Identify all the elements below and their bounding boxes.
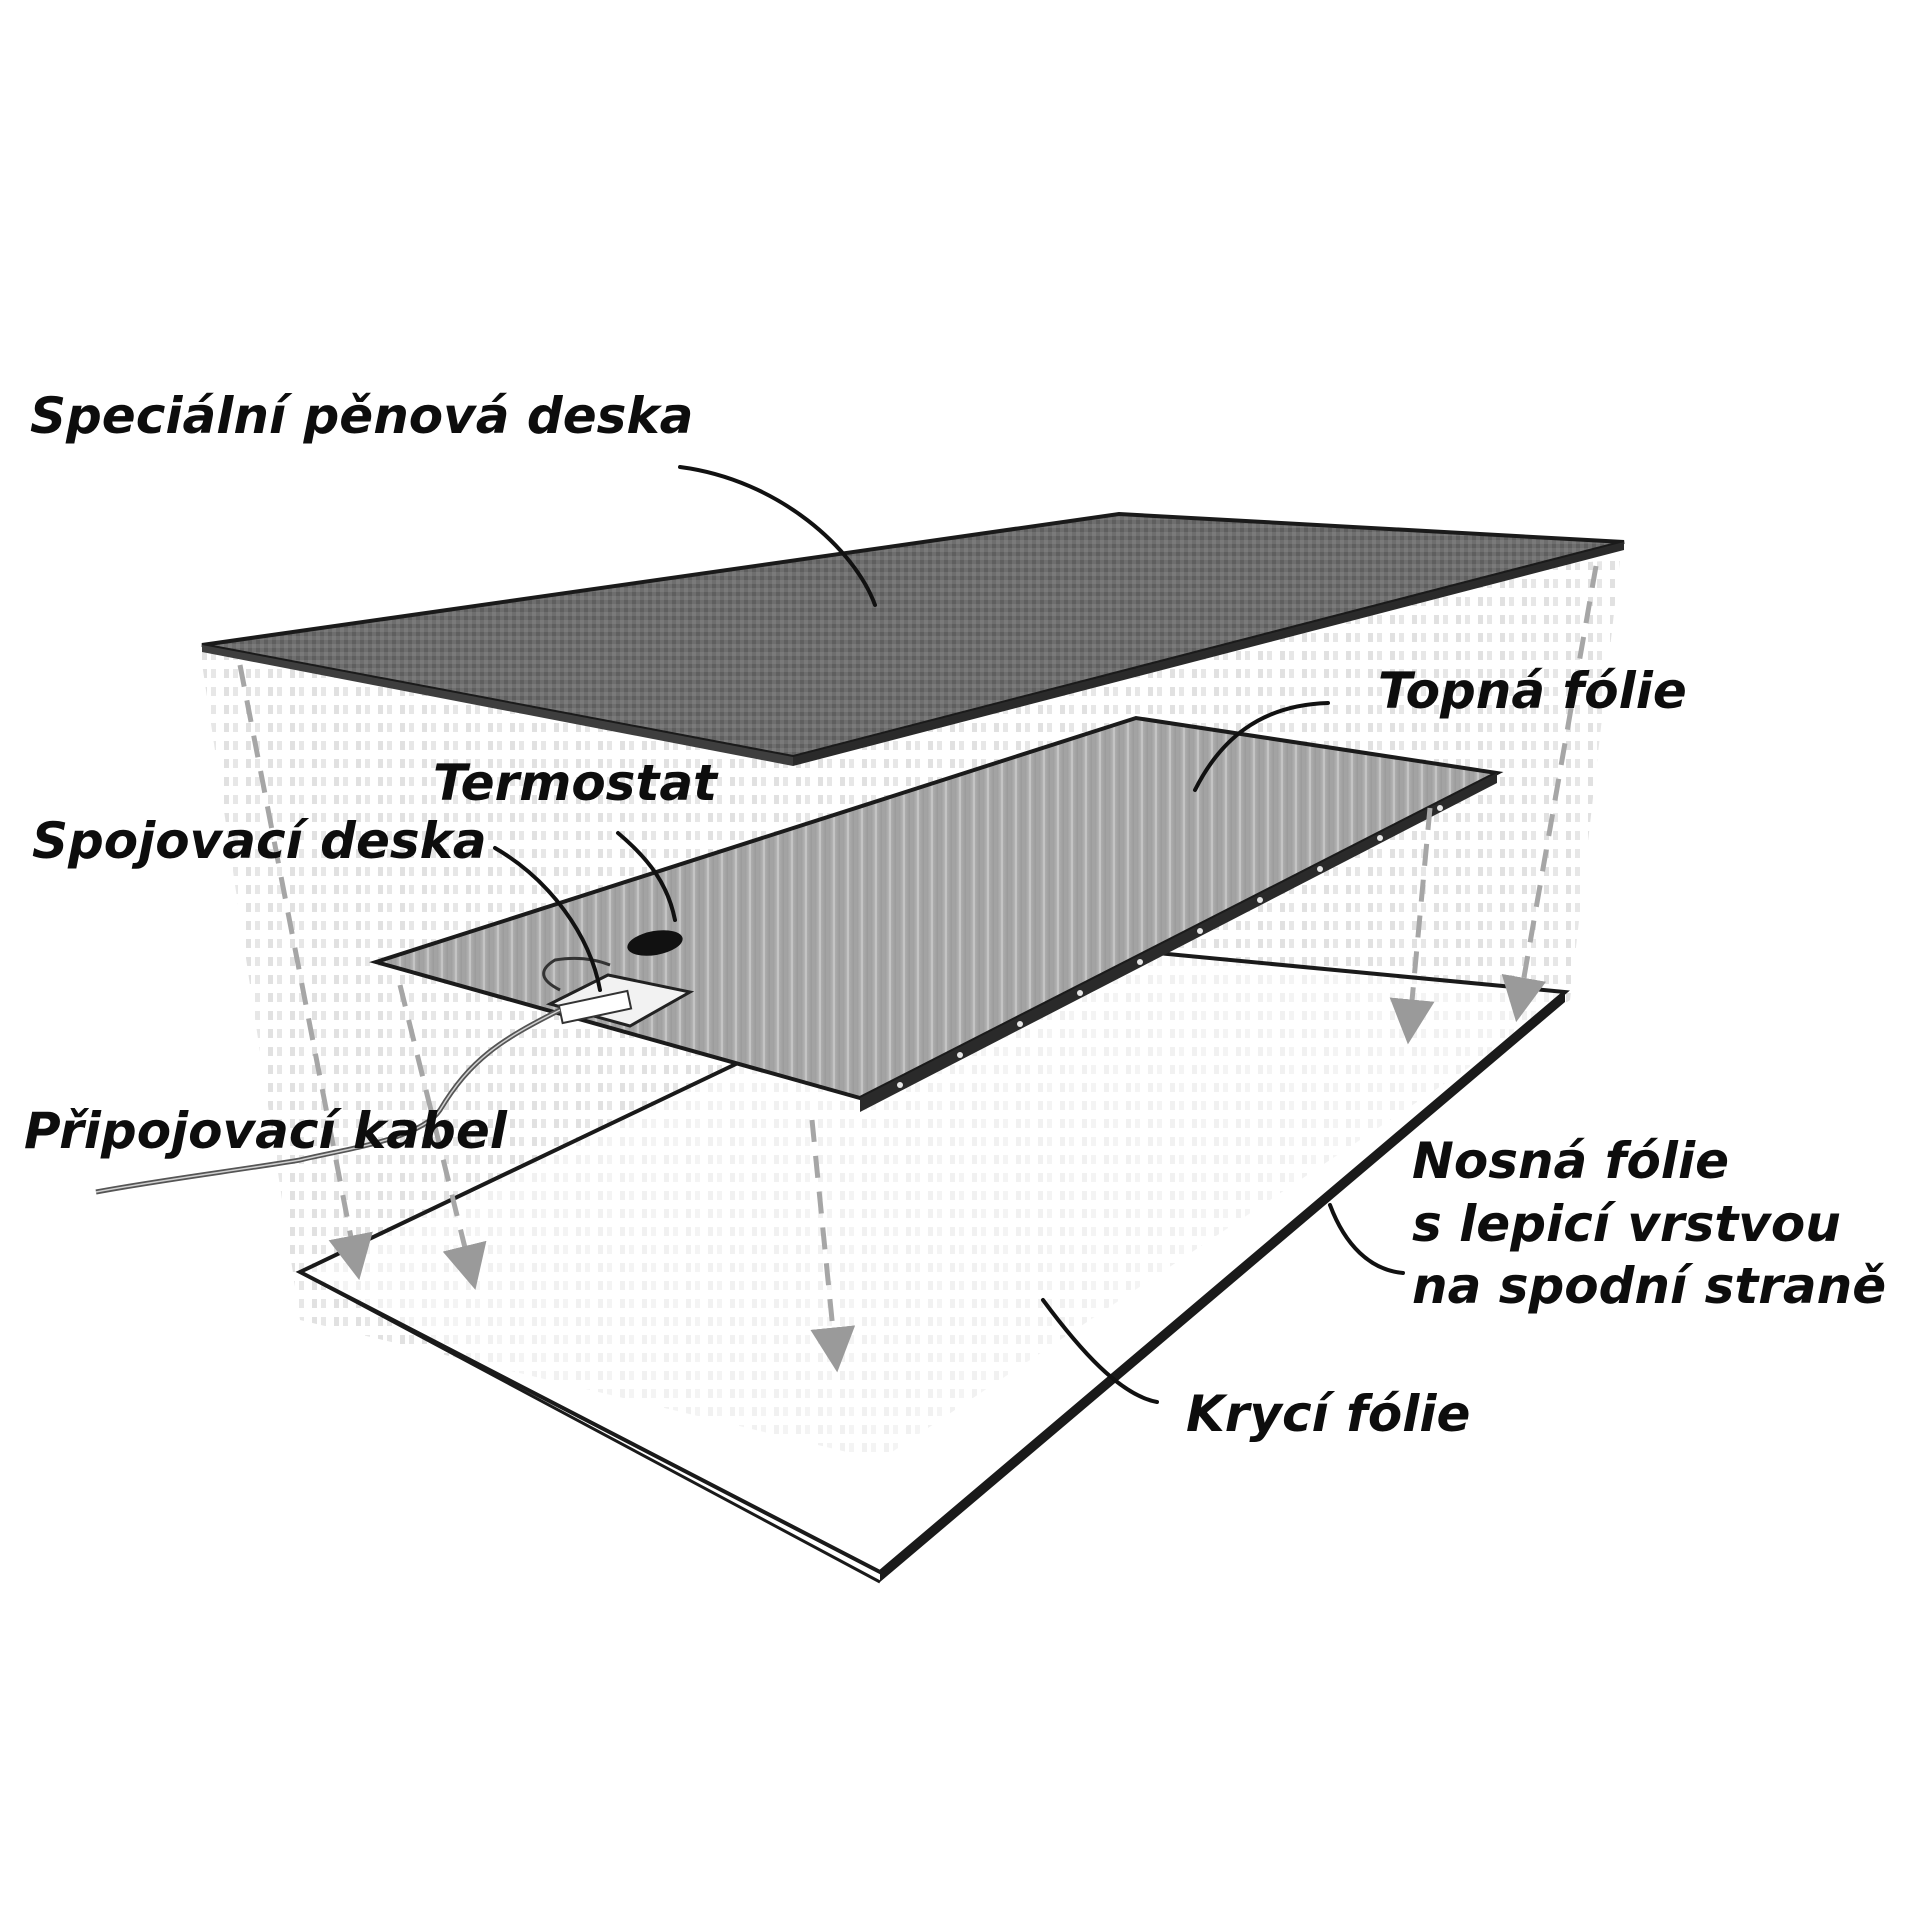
label-heating-foil: Topná fólie: [1378, 662, 1687, 720]
leader-heating-foil: [1193, 701, 1330, 792]
connection-cable-loop: [542, 956, 611, 992]
label-carrier-foil-line-2: s lepicí vrstvou: [1412, 1194, 1841, 1253]
connection-cable-highlight: [95, 1009, 561, 1193]
thermostat-component: [627, 930, 683, 956]
leader-cover-foil: [1041, 1298, 1159, 1404]
label-carrier-foil-line-3: na spodní straně: [1412, 1257, 1887, 1315]
leader-foam-board: [678, 465, 877, 607]
label-connection-cable: Připojovací kabel: [24, 1102, 507, 1160]
leader-thermostat: [616, 831, 677, 922]
connection-board-plate: [557, 989, 633, 1025]
leader-carrier-foil: [1328, 1203, 1405, 1275]
label-carrier-foil-line-1: Nosná fólie: [1412, 1132, 1729, 1190]
heating-foil-sheet: [369, 715, 1504, 1112]
label-thermostat: Termostat: [433, 754, 717, 812]
label-cover-foil: Krycí fólie: [1186, 1385, 1471, 1443]
assembly-arrows: [237, 565, 1599, 1373]
cover-foil-sheet: [295, 935, 1570, 1584]
label-carrier-foil: Nosná fólie s lepicí vrstvou na spodní s…: [1412, 1130, 1886, 1318]
leader-connection-board: [493, 846, 602, 992]
label-foam-board: Speciální pěnová deska: [30, 387, 694, 445]
heating-foil-edge-holes: [897, 805, 1443, 1088]
leader-lines: [493, 465, 1405, 1404]
label-connection-board: Spojovací deska: [32, 812, 487, 870]
foam-board-sheet: [201, 511, 1625, 766]
